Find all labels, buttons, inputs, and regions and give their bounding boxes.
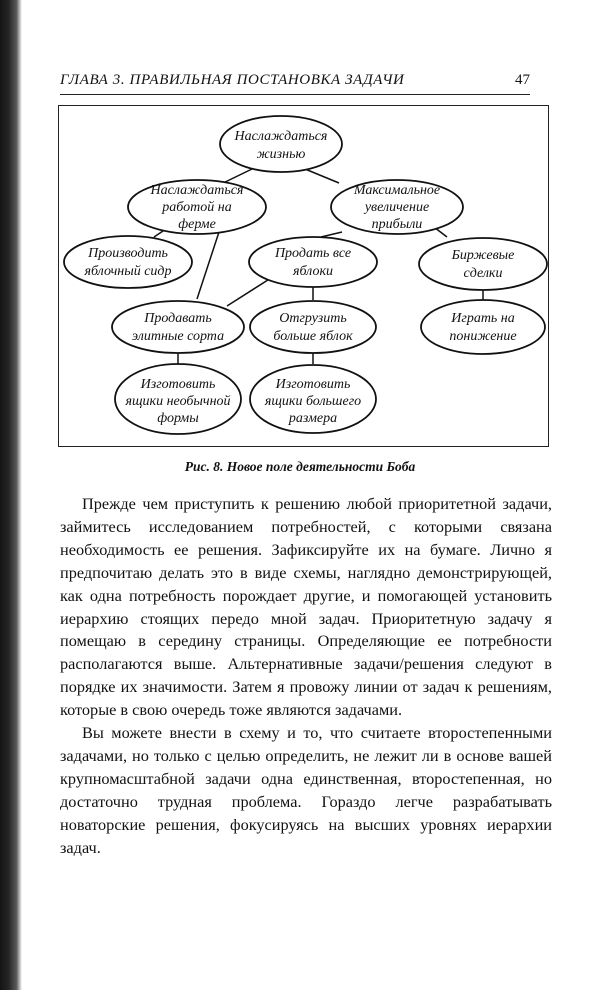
node-label: Играть на xyxy=(450,311,515,326)
node-label: Максимальное xyxy=(353,183,440,198)
node-label: Наслаждаться xyxy=(150,183,244,198)
node-label: Изготовить xyxy=(275,377,351,392)
node-label: Биржевые xyxy=(451,248,515,263)
node-ship-more xyxy=(249,300,377,354)
node-short xyxy=(420,299,546,355)
node-label: понижение xyxy=(449,329,516,344)
node-sell-all xyxy=(248,236,378,288)
node-enjoy-life xyxy=(219,115,343,173)
figure-frame: Наслаждаться жизнью Наслаждаться работой… xyxy=(58,105,549,447)
paragraph: Вы можете внести в схему и то, что счита… xyxy=(60,723,552,857)
body-text: Прежде чем приступить к решению любой пр… xyxy=(60,493,552,860)
connector-line xyxy=(226,277,272,307)
paragraph: Прежде чем приступить к решению любой пр… xyxy=(60,494,552,720)
node-label: ящики большего xyxy=(264,394,361,409)
node-label: Изготовить xyxy=(140,377,216,392)
node-label: прибыли xyxy=(372,217,423,232)
node-label: яблоки xyxy=(292,264,333,279)
node-label: Продавать xyxy=(143,311,211,326)
node-label: жизнью xyxy=(257,147,306,162)
node-label: Производить xyxy=(87,246,168,261)
node-label: яблочный сидр xyxy=(83,264,171,279)
node-label: сделки xyxy=(464,266,503,281)
node-boxes-unusual xyxy=(114,363,242,435)
book-spine-shadow xyxy=(0,0,22,990)
running-head: ГЛАВА 3. ПРАВИЛЬНАЯ ПОСТАНОВКА ЗАДАЧИ 47 xyxy=(60,70,530,95)
node-label: ферме xyxy=(178,217,216,232)
node-label: работой на xyxy=(161,200,231,215)
node-label: больше яблок xyxy=(273,329,353,344)
page-number: 47 xyxy=(515,72,530,88)
chapter-title: ГЛАВА 3. ПРАВИЛЬНАЯ ПОСТАНОВКА ЗАДАЧИ xyxy=(60,72,405,88)
node-label: элитные сорта xyxy=(132,329,224,344)
node-label: формы xyxy=(157,411,198,426)
node-label: Отгрузить xyxy=(279,311,346,326)
connector-line xyxy=(196,231,220,300)
hierarchy-diagram: Наслаждаться жизнью Наслаждаться работой… xyxy=(63,115,548,435)
node-cider xyxy=(63,235,193,289)
node-label: размера xyxy=(288,411,337,426)
node-exchange xyxy=(418,237,548,291)
node-label: ящики необычной xyxy=(124,394,230,409)
node-boxes-large xyxy=(249,364,377,434)
node-enjoy-farm xyxy=(127,179,267,235)
node-elite xyxy=(111,300,245,354)
node-label: Наслаждаться xyxy=(234,129,328,144)
connector-line xyxy=(304,168,340,184)
connector-line xyxy=(320,231,343,238)
node-max-profit xyxy=(330,179,464,235)
figure-caption: Рис. 8. Новое поле деятельности Боба xyxy=(184,459,416,474)
node-label: Продать все xyxy=(274,246,351,261)
node-label: увеличение xyxy=(363,200,429,215)
